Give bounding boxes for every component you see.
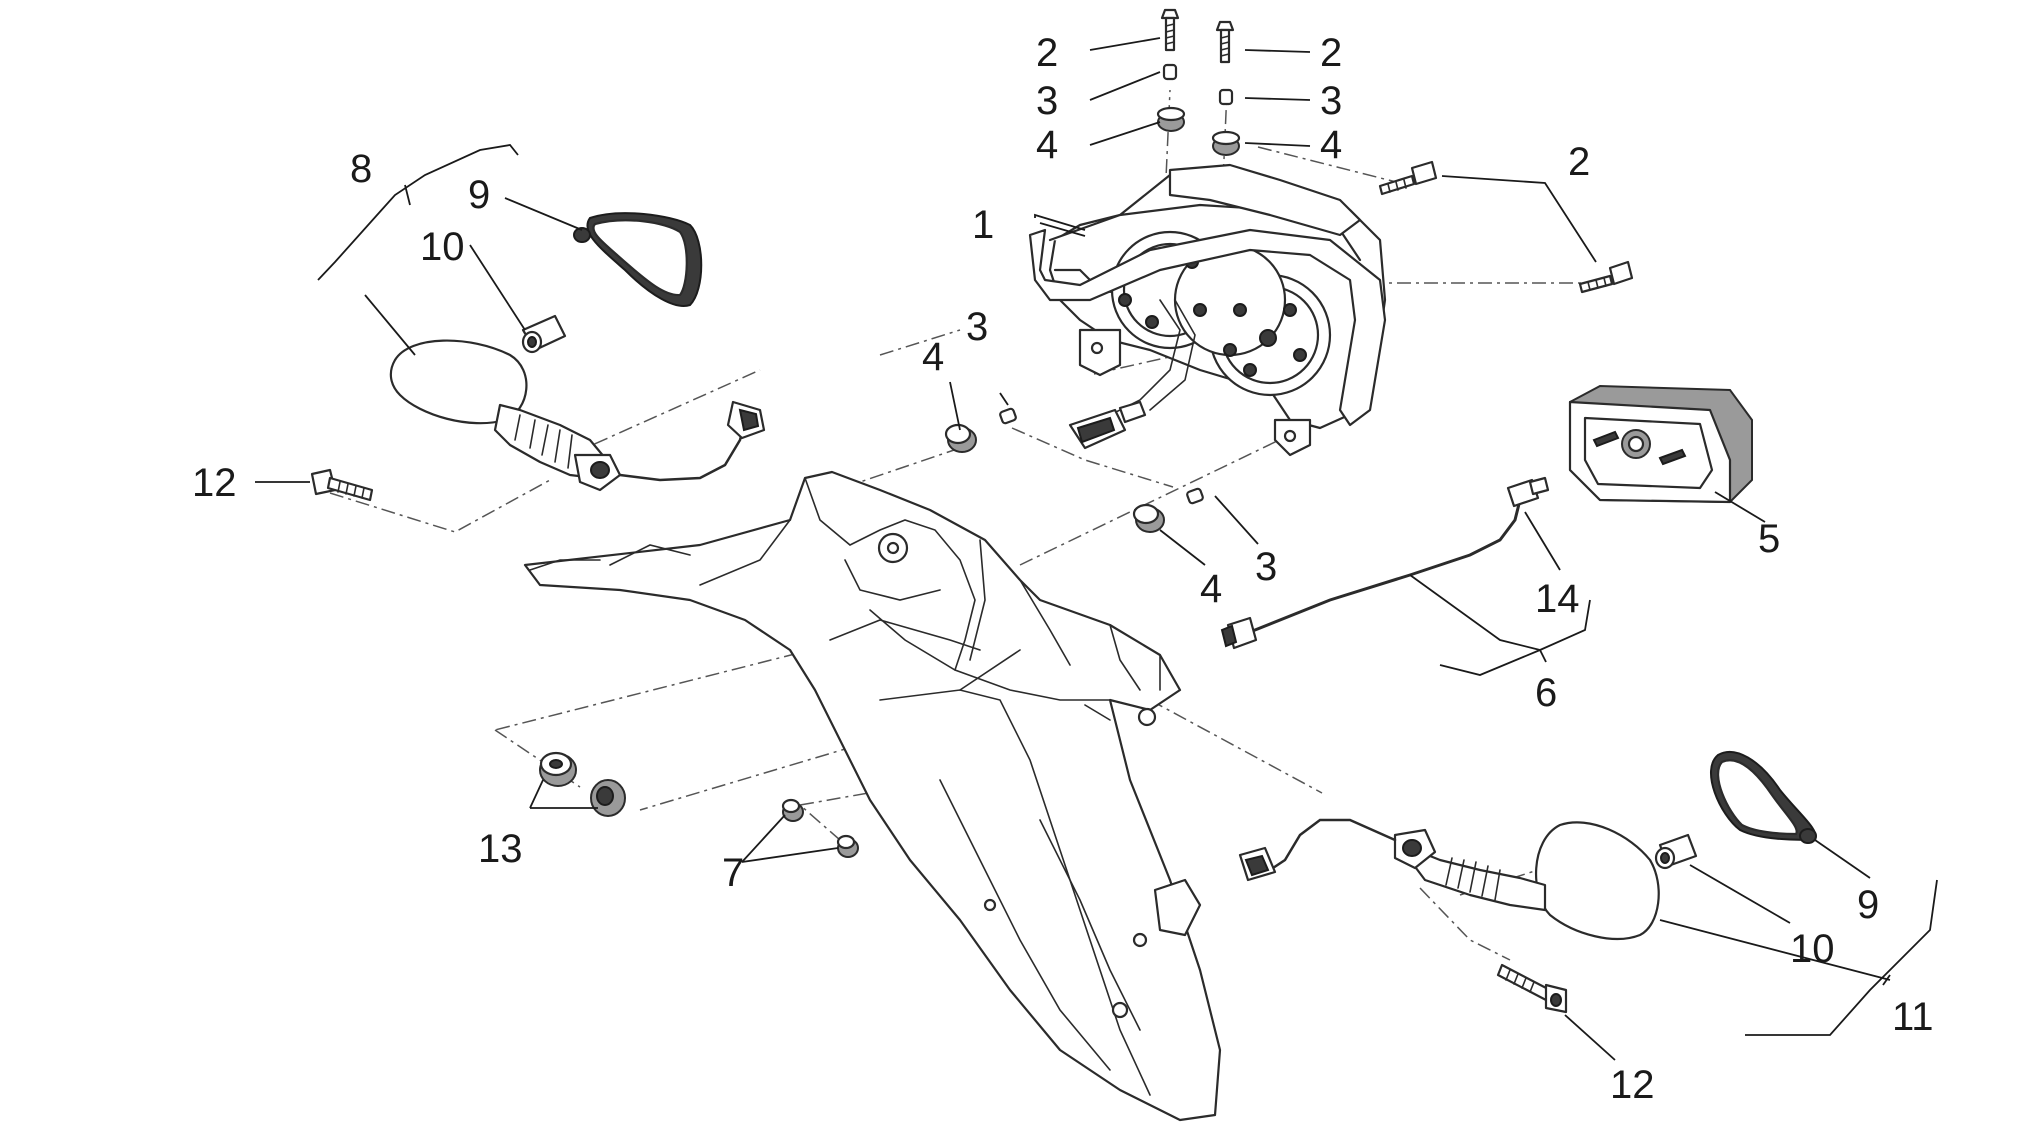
callout-10-right: 10 [1790, 927, 1835, 971]
callout-1: 1 [972, 203, 994, 247]
callout-labels: 1 2 2 2 3 3 3 3 4 4 4 4 5 6 7 8 9 9 10 1… [192, 31, 1934, 1107]
callout-10-left: 10 [420, 225, 465, 269]
callout-4-top-right: 4 [1320, 123, 1342, 167]
callout-6: 6 [1535, 671, 1557, 715]
callout-12-left: 12 [192, 461, 237, 505]
callout-11: 11 [1892, 995, 1934, 1039]
callout-14: 14 [1535, 577, 1580, 621]
leader-lines [255, 37, 1938, 1061]
callout-13: 13 [478, 827, 523, 871]
callout-3-mid-left: 3 [966, 305, 988, 349]
callout-3-top-left: 3 [1036, 79, 1058, 123]
callout-4-top-left: 4 [1036, 123, 1058, 167]
tail-light-unit [1028, 163, 1387, 457]
callout-3-mid-right: 3 [1255, 545, 1277, 589]
callout-2-top-left: 2 [1036, 31, 1058, 75]
callout-2-top-right: 2 [1320, 31, 1342, 75]
callout-8: 8 [350, 147, 372, 191]
callout-12-right: 12 [1610, 1063, 1655, 1107]
license-plate-light [1568, 384, 1753, 504]
callout-9-left: 9 [468, 173, 490, 217]
callout-5: 5 [1758, 517, 1780, 561]
fasteners-mid [944, 407, 1204, 533]
callout-4-mid-left: 4 [922, 335, 944, 379]
callout-7: 7 [722, 851, 744, 895]
callout-9-right: 9 [1857, 883, 1879, 927]
callout-4-mid-right: 4 [1200, 567, 1222, 611]
rear-mudguard-plate-holder [523, 470, 1222, 1122]
wiring-harness [1220, 476, 1550, 650]
nuts-7-13 [539, 751, 859, 858]
fasteners-top [1156, 8, 1634, 294]
left-turn-signal [310, 212, 766, 502]
callout-3-top-right: 3 [1320, 79, 1342, 123]
right-turn-signal [1238, 750, 1817, 1014]
callout-2-side: 2 [1568, 140, 1590, 184]
